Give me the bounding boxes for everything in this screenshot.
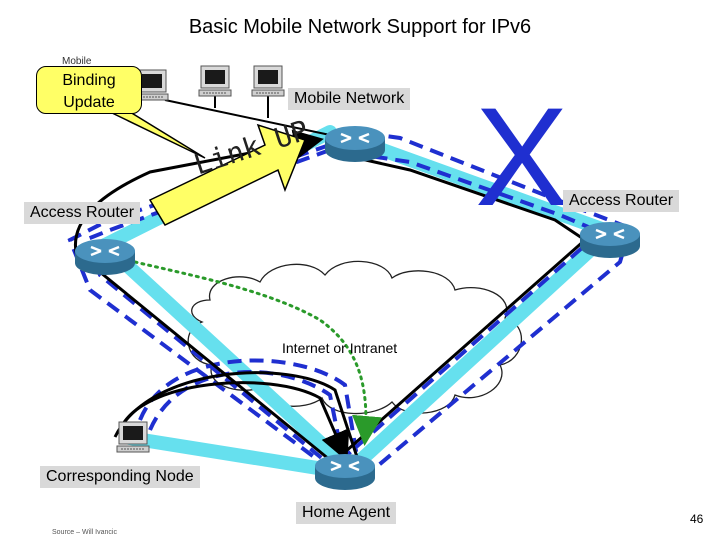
binding-update-dotted-path — [106, 253, 382, 446]
mobile-host-computer-2 — [251, 65, 285, 97]
mobile-host-computer-1 — [198, 65, 232, 97]
corresponding-node-computer — [116, 421, 150, 453]
broken-link-x-mark: X — [475, 78, 569, 235]
access-router-left — [73, 237, 137, 277]
page-title: Basic Mobile Network Support for IPv6 — [188, 16, 532, 38]
access-router-left-label: Access Router — [24, 202, 141, 224]
access-router-right-label: Access Router — [563, 190, 680, 212]
home-agent-label: Home Agent — [296, 502, 397, 524]
home-agent-router — [313, 452, 377, 492]
callout-line-2: Update — [63, 94, 115, 111]
internet-cloud — [187, 260, 522, 415]
access-router-right — [578, 220, 642, 260]
source-credit: Source – Will Ivancic — [52, 529, 117, 536]
link-up-arrow — [148, 123, 306, 226]
binding-update-callout: Binding Update — [36, 66, 142, 114]
mobile-router — [323, 124, 387, 164]
mobile-network-label: Mobile Network — [288, 88, 411, 110]
callout-line-1: Binding — [62, 72, 116, 89]
page-number: 46 — [690, 512, 704, 526]
mobile-router-label-obscured: Mobile — [62, 56, 92, 67]
internet-label: Internet or Intranet — [282, 340, 398, 356]
corresponding-node-label: Corresponding Node — [40, 466, 200, 488]
